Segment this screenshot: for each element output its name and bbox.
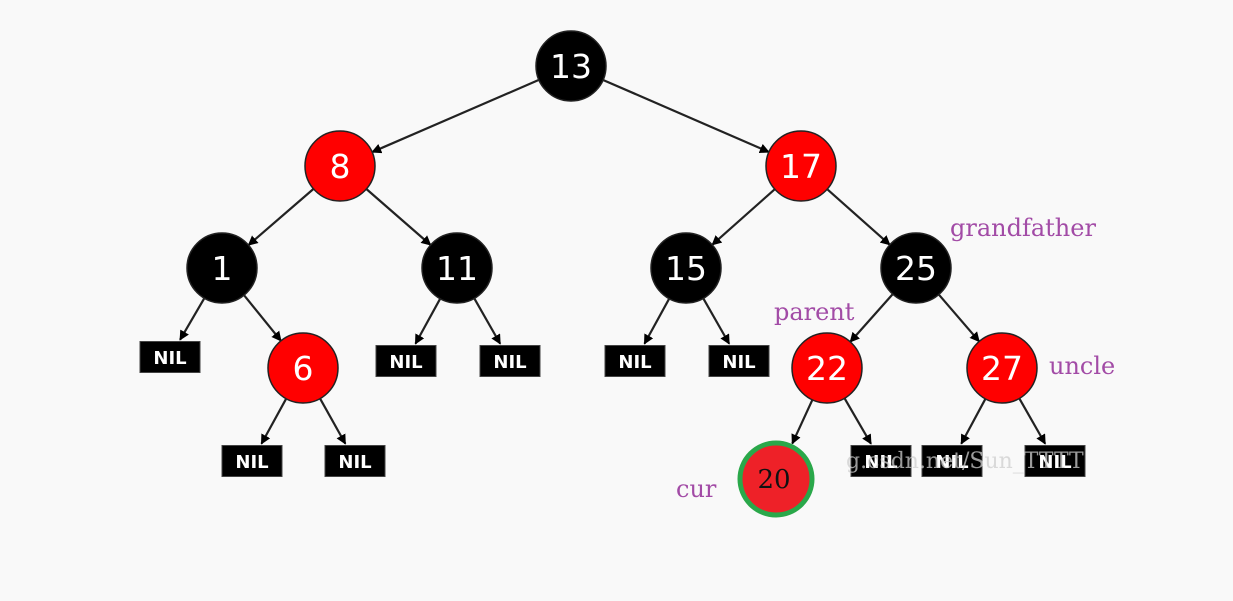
node-circle	[535, 30, 607, 102]
edge-n13-n8	[371, 78, 540, 154]
nil-text: NIL	[153, 348, 186, 369]
nil-text: NIL	[338, 452, 371, 473]
nil-box	[604, 345, 666, 377]
node-value: 6	[293, 349, 314, 388]
nil-box	[1024, 445, 1086, 477]
edge-n27-nil_27R	[1018, 397, 1047, 445]
nil-text: NIL	[389, 352, 422, 373]
edge-n22-nil_22R	[843, 397, 872, 445]
uncle-label: uncle	[1049, 352, 1115, 380]
nil-box	[921, 445, 983, 477]
nil-box	[139, 341, 201, 373]
edge-n22-n20	[791, 399, 814, 445]
nil-text: NIL	[1038, 452, 1071, 473]
edge-n17-n15	[711, 188, 776, 246]
edges	[179, 78, 1047, 445]
tree-node-17: 17	[765, 130, 837, 202]
edge-n1-nil_1L	[179, 297, 206, 341]
node-value: 8	[330, 147, 351, 186]
edge-n8-n1	[247, 188, 315, 246]
nil-leaf: NIL	[139, 341, 201, 373]
edge-n8-n11	[365, 188, 432, 246]
nil-box	[324, 445, 386, 477]
tree-node-6: 6	[267, 332, 339, 404]
nil-text: NIL	[722, 352, 755, 373]
tree-node-1: 1	[186, 232, 258, 304]
edge-n15-nil_15L	[643, 298, 671, 345]
node-value: 20	[757, 465, 790, 495]
node-value: 25	[895, 249, 937, 288]
nil-text: NIL	[235, 452, 268, 473]
node-value: 22	[806, 349, 848, 388]
nil-text: NIL	[618, 352, 651, 373]
cur-node-circle	[737, 440, 815, 518]
node-circle	[966, 332, 1038, 404]
edge-n11-nil_11L	[414, 298, 442, 345]
edge-n6-nil_6R	[319, 398, 347, 445]
node-circle	[880, 232, 952, 304]
nil-box	[850, 445, 912, 477]
nil-leaf: NIL	[708, 345, 770, 377]
watermark: g.csdn.net/Sun_TTTT	[846, 449, 1084, 474]
node-circle	[421, 232, 493, 304]
tree-node-20: 20	[737, 440, 815, 518]
node-value: 27	[981, 349, 1023, 388]
cur-label: cur	[676, 475, 717, 503]
tree-node-11: 11	[421, 232, 493, 304]
grandfather-label: grandfather	[950, 214, 1096, 242]
node-value: 17	[780, 147, 822, 186]
nil-leaf: NIL	[324, 445, 386, 477]
edge-n15-nil_15R	[702, 297, 731, 345]
nil-leaf: NIL	[479, 345, 541, 377]
node-circle	[765, 130, 837, 202]
tree-node-25: 25	[880, 232, 952, 304]
tree-node-15: 15	[650, 232, 722, 304]
nil-box	[479, 345, 541, 377]
edge-n25-n27	[937, 293, 981, 343]
nil-leaf: NIL	[604, 345, 666, 377]
nil-box	[708, 345, 770, 377]
edge-n25-n22	[849, 293, 894, 343]
nil-leaf: NIL	[850, 445, 912, 477]
nil-leaf: NIL	[1024, 445, 1086, 477]
nil-leaf: NIL	[921, 445, 983, 477]
edge-n1-n6	[243, 294, 282, 342]
edge-n17-n25	[826, 188, 891, 246]
tree-node-22: 22	[791, 332, 863, 404]
node-value: 1	[212, 249, 233, 288]
edge-n27-nil_27L	[960, 398, 987, 445]
edge-n6-nil_6L	[260, 398, 288, 445]
node-circle	[650, 232, 722, 304]
nil-box	[221, 445, 283, 477]
edge-n11-nil_11R	[473, 297, 502, 345]
node-circle	[267, 332, 339, 404]
nil-text: NIL	[493, 352, 526, 373]
nil-leaf: NIL	[221, 445, 283, 477]
node-value: 15	[665, 249, 707, 288]
node-circle	[186, 232, 258, 304]
nil-leaves: NIL NIL NIL NIL NIL NIL NIL NIL NIL NIL	[139, 341, 1086, 477]
nil-box	[375, 345, 437, 377]
edge-n13-n17	[602, 78, 770, 154]
node-circle	[304, 130, 376, 202]
nil-text: NIL	[935, 452, 968, 473]
parent-label: parent	[774, 298, 855, 326]
node-value: 13	[550, 47, 592, 86]
tree-node-27: 27	[966, 332, 1038, 404]
nil-leaf: NIL	[375, 345, 437, 377]
node-value: 11	[436, 249, 478, 288]
tree-node-13: 13	[535, 30, 607, 102]
tree-node-8: 8	[304, 130, 376, 202]
node-circle	[791, 332, 863, 404]
nil-text: NIL	[864, 452, 897, 473]
